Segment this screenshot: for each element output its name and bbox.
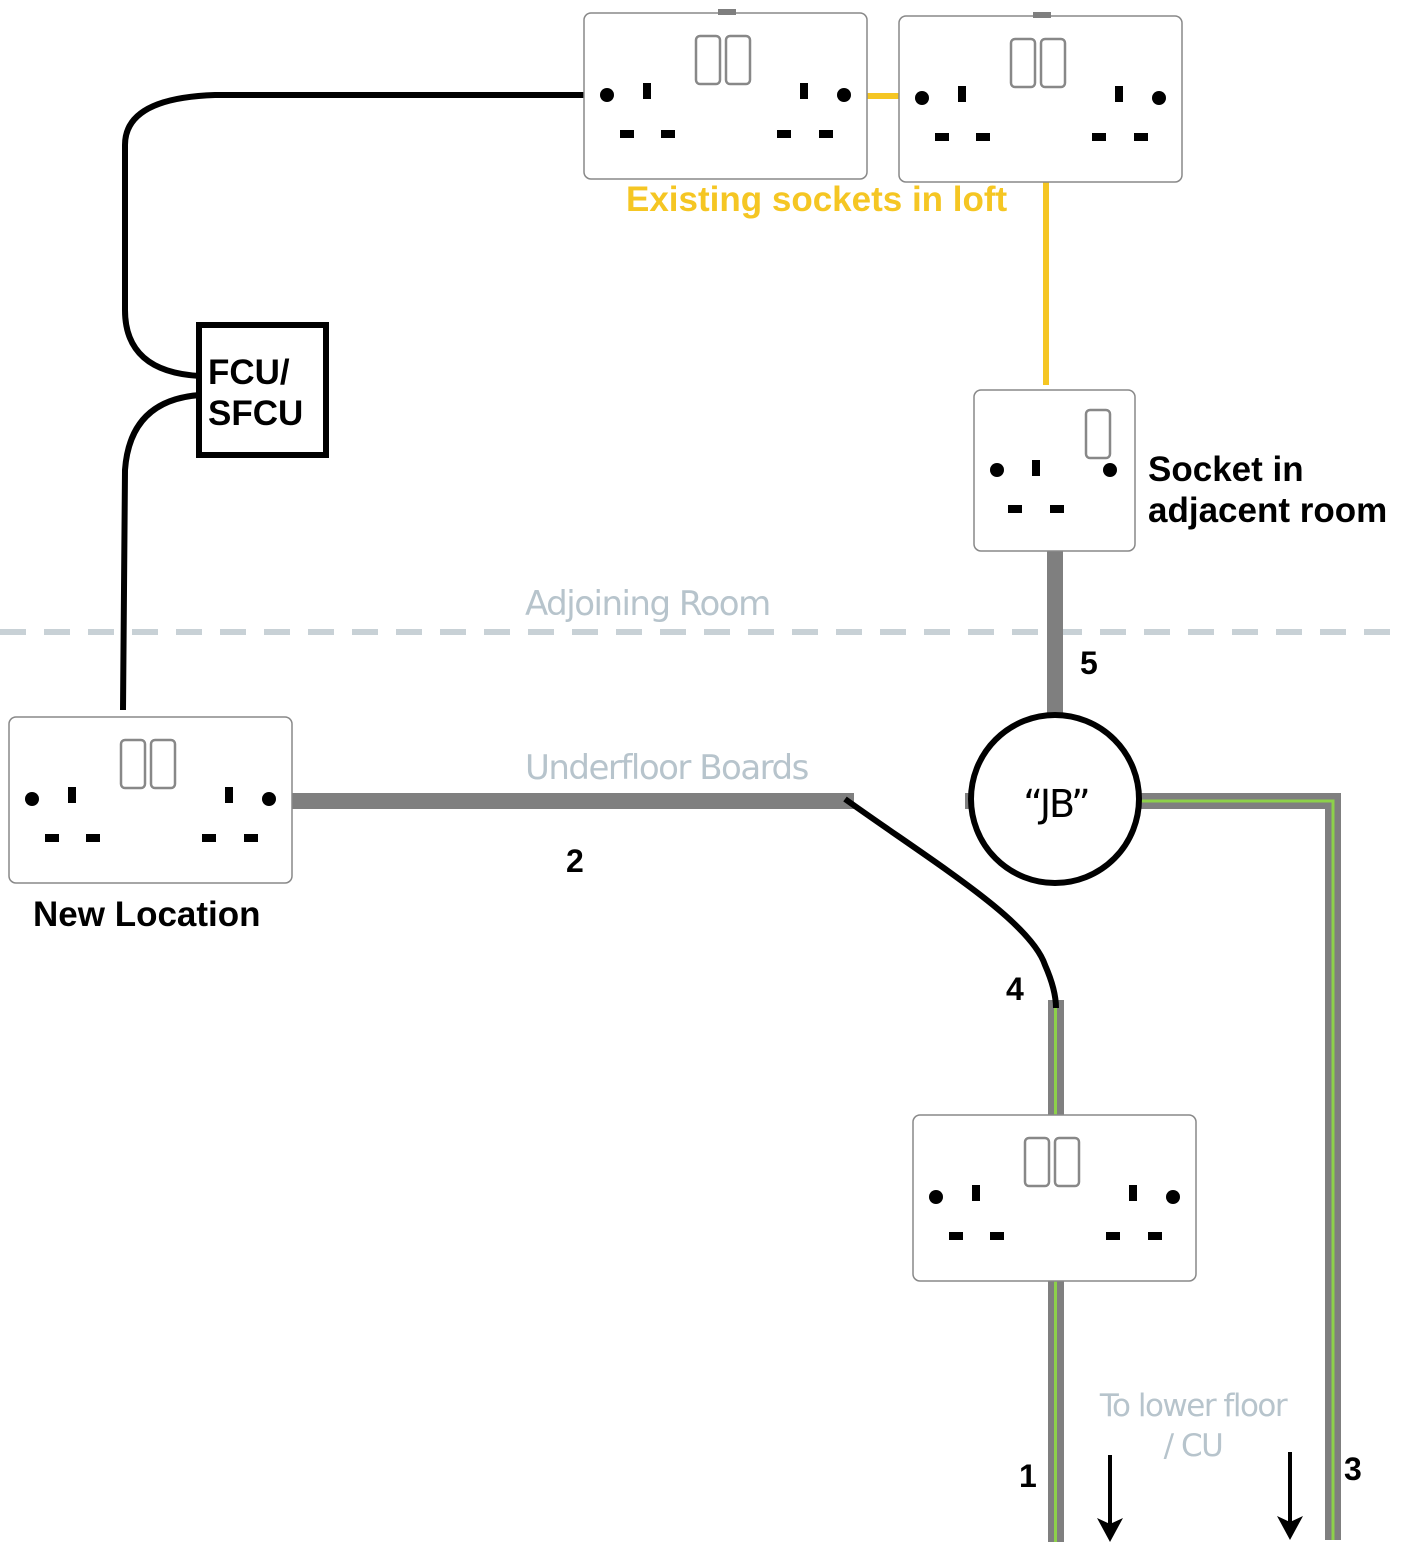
fcu-label-line2: SFCU xyxy=(208,394,303,433)
loft-socket-1-icon xyxy=(582,11,869,181)
arrow-down-icon xyxy=(1277,1452,1303,1540)
cable-number-3: 3 xyxy=(1344,1451,1362,1487)
cable-5 xyxy=(1047,550,1063,718)
fcu-box xyxy=(196,322,329,458)
cable-4-core xyxy=(1054,1000,1057,1118)
cable-number-5: 5 xyxy=(1080,645,1098,681)
cable-number-2: 2 xyxy=(566,843,584,879)
loft-socket-2-top-marker xyxy=(1033,12,1051,18)
socket-adjacent-label-line1: Socket in xyxy=(1148,450,1304,489)
underfloor-boards-label: Underfloor Boards xyxy=(525,748,809,788)
loft-socket-1-top-marker xyxy=(718,9,736,15)
flex-cable-fcu-to-new-location xyxy=(120,392,201,711)
fcu-label-line1: FCU/ xyxy=(208,353,290,392)
cable-1-core xyxy=(1054,1280,1057,1542)
flex-cable-loft-to-fcu xyxy=(122,92,585,379)
cable-number-1: 1 xyxy=(1019,1458,1037,1494)
cable-number-4: 4 xyxy=(1006,971,1024,1007)
flex-cable-underfloor-to-cable-4 xyxy=(843,796,1059,1009)
new-location-socket-icon xyxy=(7,715,294,885)
arrow-down-icon xyxy=(1097,1455,1123,1542)
existing-sockets-label: Existing sockets in loft xyxy=(626,180,1008,219)
adjacent-room-socket-icon xyxy=(972,388,1137,553)
new-location-label: New Location xyxy=(33,895,261,934)
cable-3-core xyxy=(1138,799,1335,1540)
lower-socket-icon xyxy=(911,1113,1198,1283)
loft-socket-2-icon xyxy=(897,14,1184,184)
cable-2 xyxy=(292,793,854,809)
junction-box-icon xyxy=(968,712,1142,886)
to-lower-floor-label-line1: To lower floor xyxy=(1099,1388,1288,1424)
socket-adjacent-label-line2: adjacent room xyxy=(1148,491,1387,530)
adjoining-room-label: Adjoining Room xyxy=(525,584,770,624)
to-lower-floor-label-line2: / CU xyxy=(1164,1428,1223,1464)
jb-label: “JB” xyxy=(1023,782,1088,826)
